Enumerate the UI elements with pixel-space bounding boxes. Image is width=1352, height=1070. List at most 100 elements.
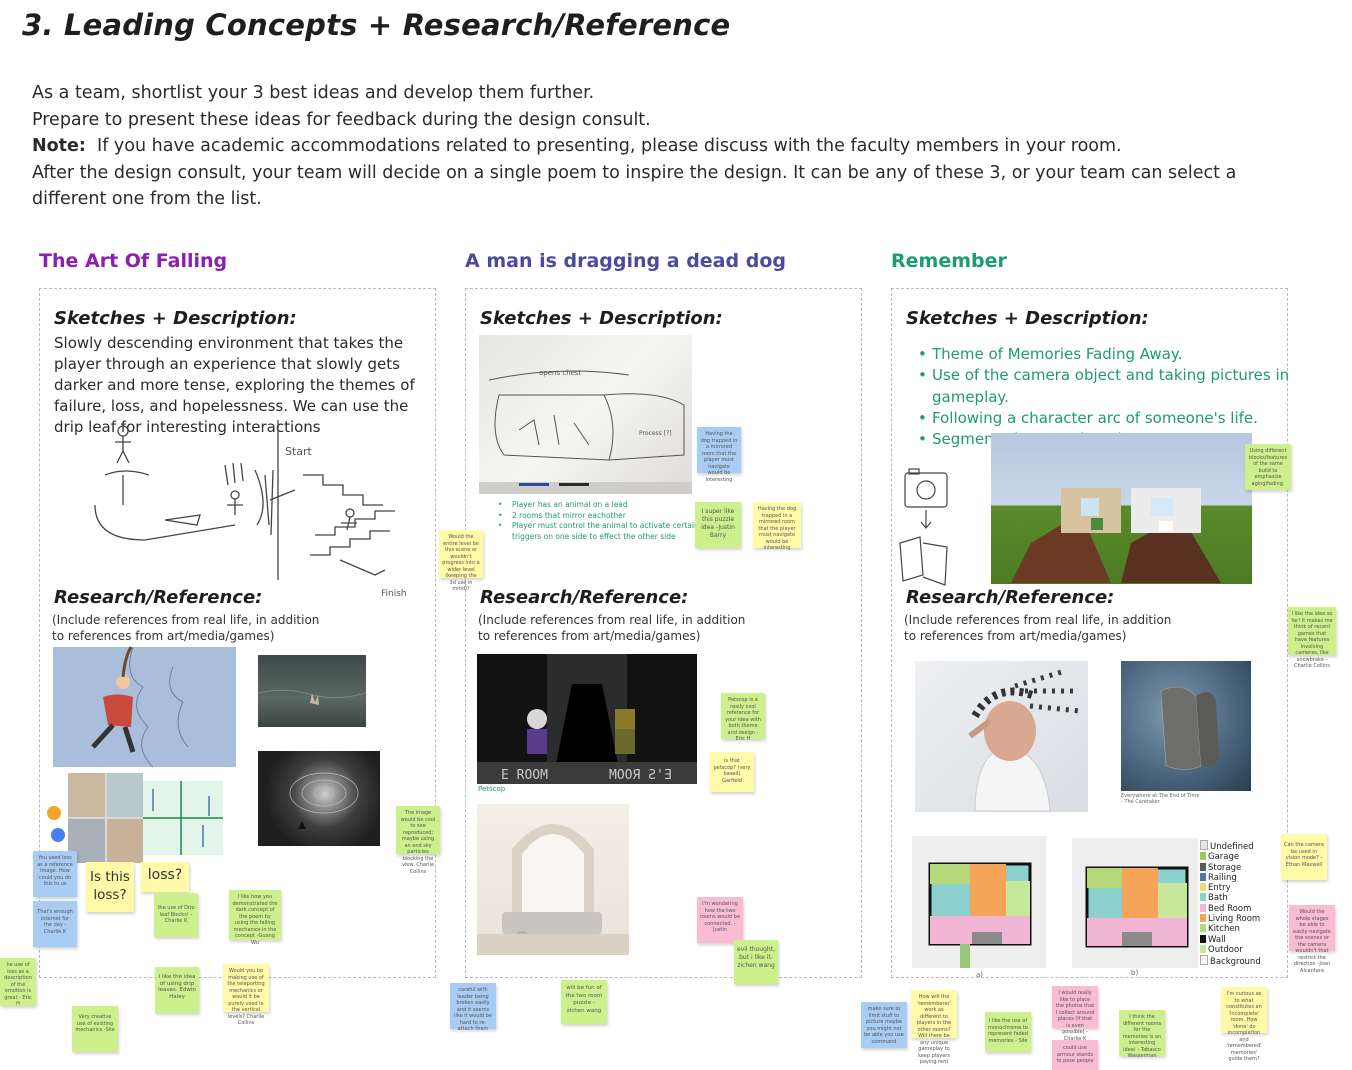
- bullet-item: Use of the camera object and taking pict…: [918, 365, 1352, 408]
- sticky-note[interactable]: That's enough internet for the day -Char…: [33, 901, 77, 947]
- research-heading: Research/Reference:: [906, 587, 1115, 608]
- instruction-line: Prepare to present these ideas for feedb…: [32, 109, 651, 130]
- sticky-note[interactable]: I would really like to place the photos …: [1052, 986, 1098, 1042]
- research-subtext: (Include references from real life, in a…: [478, 613, 746, 643]
- sticky-note[interactable]: make sure to limit stuff to picture mayb…: [861, 1002, 907, 1048]
- game-room-text: E ROOM: [501, 768, 548, 783]
- legend-item: Storage: [1200, 862, 1261, 873]
- floorplan-b: [1072, 838, 1198, 968]
- sticky-note[interactable]: How will the 'rememberer' work as differ…: [911, 990, 957, 1065]
- sticky-note[interactable]: Petscop is a really cool reference for y…: [721, 693, 765, 742]
- sticky-note[interactable]: I like the idea so far! It makes me thin…: [1288, 607, 1336, 669]
- sketch-start-label: Start: [285, 445, 313, 458]
- sticky-note[interactable]: he use of loss as a description of the e…: [0, 958, 36, 1007]
- legend-item: Railing: [1200, 872, 1261, 883]
- note-label: Note:: [32, 136, 86, 156]
- climber-illustration: [53, 646, 236, 768]
- sketch-finish-label: Finish: [381, 589, 407, 599]
- sticky-note[interactable]: the use of Drip leaf Blocks! -Charlie K: [154, 893, 198, 937]
- research-subtext: (Include references from real life, in a…: [904, 613, 1172, 643]
- instruction-line: As a team, shortlist your 3 best ideas a…: [32, 83, 595, 103]
- floorplan-legend: Undefined Garage Storage Railing Entry B…: [1200, 840, 1261, 968]
- comic-panels: [68, 773, 143, 863]
- sticky-note[interactable]: I'm wondering how the two rooms would be…: [697, 897, 743, 943]
- concept-title-art-of-falling: The Art Of Falling: [39, 250, 228, 272]
- vortex-artwork: [258, 751, 380, 846]
- whiteboard-sketch-photo: opens chest Process [?]: [479, 335, 692, 494]
- sticky-note[interactable]: I like the use of monochrome to represen…: [985, 1012, 1031, 1052]
- sticky-note[interactable]: I like how you demonstrated the dark con…: [229, 890, 281, 946]
- sketches-heading: Sketches + Description:: [54, 308, 297, 329]
- grid-diagram: [143, 781, 223, 855]
- sketches-heading: Sketches + Description:: [480, 308, 723, 329]
- arch-room-photo: [477, 804, 629, 955]
- legend-item: Garage: [1200, 852, 1261, 862]
- user-avatar-icon[interactable]: [51, 828, 65, 842]
- concept-description: Slowly descending environment that takes…: [54, 334, 415, 436]
- concept-panel-3: [891, 288, 1288, 978]
- instruction-note: Note: If you have academic accommodation…: [32, 133, 1272, 160]
- camera-sketch: [899, 468, 948, 586]
- sticky-note[interactable]: Would you be making use of the teleporti…: [223, 964, 269, 1026]
- legend-item: Bed Room: [1200, 903, 1261, 914]
- sticky-note[interactable]: will be fun of the two room puzzle - zic…: [561, 980, 607, 1024]
- sticky-note[interactable]: Having the dog trapped in a mirrored roo…: [753, 502, 801, 551]
- legend-item: Bath: [1200, 893, 1261, 903]
- concept-bullet-list: Player has an animal on a lead 2 rooms t…: [496, 500, 722, 542]
- sticky-note[interactable]: Is this loss?: [86, 862, 134, 912]
- legend-item: Outdoor: [1200, 944, 1261, 955]
- bullet-item: Following a character arc of someone's l…: [918, 408, 1352, 430]
- concept-title-remember: Remember: [891, 250, 1007, 272]
- game-room-text: MOOЯ Ƨ'Ǝ: [609, 768, 672, 783]
- sticky-note[interactable]: Would the whole stages be able to easily…: [1289, 905, 1335, 974]
- research-subtext: (Include references from real life, in a…: [52, 613, 320, 643]
- concept-title-dead-dog: A man is dragging a dead dog: [465, 250, 786, 272]
- floorplan-a: [912, 836, 1046, 968]
- research-heading: Research/Reference:: [54, 587, 263, 608]
- sticky-note[interactable]: Using different blocks/features of the s…: [1245, 444, 1291, 490]
- sticky-note[interactable]: could use armour stands to pose people: [1052, 1040, 1098, 1070]
- legend-item: Undefined: [1200, 840, 1261, 852]
- concept-panel-2: [465, 288, 862, 978]
- sticky-note[interactable]: Can the camera be used in vision mode? -…: [1281, 834, 1327, 880]
- note-text: If you have academic accommodations rela…: [97, 136, 1122, 156]
- floorplan-caption: b): [1131, 969, 1139, 977]
- floorplan-caption: a): [976, 971, 984, 979]
- bullet-item: Theme of Memories Fading Away.: [918, 344, 1352, 366]
- falling-sketch: Start Finish: [94, 420, 407, 599]
- bullet-item: Player has an animal on a lead: [498, 500, 722, 511]
- whiteboard-label: opens chest: [539, 369, 582, 377]
- legend-item: Kitchen: [1200, 924, 1261, 934]
- sticky-note[interactable]: I super like this puzzle idea -Justin Ba…: [695, 502, 741, 548]
- instructions: As a team, shortlist your 3 best ideas a…: [32, 80, 1272, 213]
- sticky-note[interactable]: You used loss as a reference image. How …: [33, 851, 77, 897]
- research-heading: Research/Reference:: [480, 587, 689, 608]
- sticky-note[interactable]: evil thought, but i like it- zichen wang: [734, 940, 778, 984]
- legend-item: Wall: [1200, 934, 1261, 945]
- sticky-note[interactable]: Having the dog trapped in a mirrored roo…: [697, 427, 741, 483]
- legend-item: Background: [1200, 955, 1261, 967]
- legend-item: Entry: [1200, 883, 1261, 893]
- sticky-note[interactable]: loss?: [141, 862, 189, 892]
- minecraft-houses-render: [991, 433, 1252, 584]
- drowning-hand-photo: [257, 655, 367, 727]
- sticky-note[interactable]: I like the idea of using drip leaves. Ed…: [155, 967, 199, 1013]
- instruction-line: After the design consult, your team will…: [32, 162, 1237, 210]
- user-avatar-icon[interactable]: [47, 806, 61, 820]
- sketches-heading: Sketches + Description:: [906, 308, 1149, 329]
- sticky-note[interactable]: I think the different rooms for the memo…: [1119, 1010, 1165, 1059]
- sticky-note[interactable]: Very creative use of existing mechanics …: [72, 1006, 118, 1052]
- petscop-screenshot: E ROOM MOOЯ Ƨ'Ǝ: [477, 654, 697, 784]
- sticky-note[interactable]: careful with leader being broken easily …: [450, 983, 496, 1032]
- sticky-note[interactable]: The image would be cool to see reproduce…: [396, 806, 440, 875]
- sticky-note[interactable]: Would the entire level be this scene or …: [439, 530, 483, 592]
- sticky-note[interactable]: I'm curious as to what constitutes an 'i…: [1221, 987, 1267, 1062]
- whiteboard-label: Process [?]: [639, 430, 672, 437]
- page-title: 3. Leading Concepts + Research/Reference: [22, 8, 731, 42]
- album-cover-art: [1121, 661, 1251, 791]
- fading-memory-photo: [915, 661, 1088, 812]
- legend-item: Living Room: [1200, 914, 1261, 924]
- sticky-note[interactable]: is that petscop? (very based) Garfield: [710, 752, 754, 792]
- image-caption: Everywhere at The End of Time - The Care…: [1121, 793, 1200, 805]
- bullet-item: Player must control the animal to activa…: [498, 521, 722, 542]
